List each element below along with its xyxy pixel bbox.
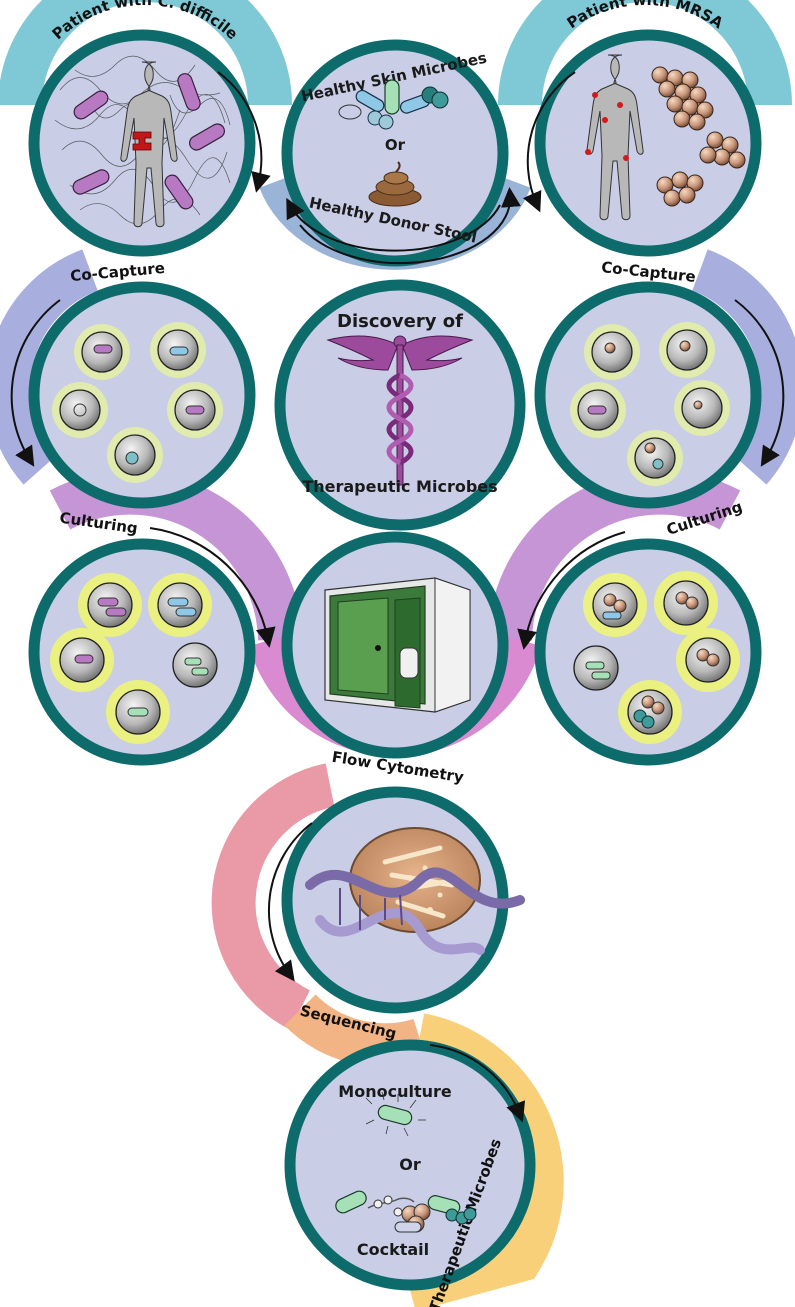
- cocapture-left-scene: [52, 322, 223, 483]
- microbe-cluster-icon: [338, 79, 449, 130]
- sequencing-scene: [305, 827, 525, 955]
- culturing-right-scene: [573, 571, 740, 744]
- arrow-sequencing: [267, 822, 313, 982]
- monoculture-microbe-icon: [365, 1091, 426, 1137]
- or-text-final: Or: [399, 1155, 421, 1174]
- stool-icon: [368, 161, 422, 207]
- discovery-scene: Discovery of Therapeutic Microbes: [302, 311, 497, 496]
- arrow-cdiff: [217, 71, 271, 193]
- culturing-left-scene: [50, 573, 218, 744]
- discovery-line2: Therapeutic Microbes: [302, 477, 497, 496]
- flow-cytometer-icon: [324, 577, 471, 713]
- circle-healthy-source: [281, 39, 509, 267]
- human-figure-mrsa: [586, 54, 644, 221]
- dna-helix-icon: [305, 867, 525, 955]
- circle-final: [284, 1039, 536, 1291]
- final-scene: Monoculture Or Cocktail: [335, 1082, 477, 1259]
- arrow-final: [429, 1044, 526, 1123]
- arrow-mrsa: [523, 71, 576, 213]
- cocktail-microbes-icon: [335, 1190, 477, 1233]
- flow-arrows: [10, 71, 785, 1123]
- band-seq-1: [211, 763, 335, 1030]
- arrow-left-culturing: [149, 527, 276, 648]
- band-top-left: [0, 0, 292, 106]
- discovery-line1: Discovery of: [337, 311, 463, 332]
- arrow-center-left: [286, 197, 501, 252]
- arrow-center-right: [299, 187, 521, 265]
- band-final: [404, 1013, 564, 1307]
- patient-mrsa-scene: [585, 54, 746, 221]
- caduceus-icon: [326, 335, 474, 486]
- arrow-right-cocapture: [734, 299, 785, 467]
- band-top-right: [498, 0, 792, 106]
- arrow-left-cocapture: [10, 299, 61, 467]
- monoculture-text: Monoculture: [338, 1082, 452, 1101]
- cocktail-text: Cocktail: [357, 1240, 429, 1259]
- arrow-right-culturing: [517, 531, 626, 650]
- patient-cdiff-scene: [54, 55, 231, 228]
- cocapture-right-scene: [570, 322, 730, 486]
- intestine-icon: [132, 131, 152, 151]
- or-text-top: Or: [385, 136, 406, 154]
